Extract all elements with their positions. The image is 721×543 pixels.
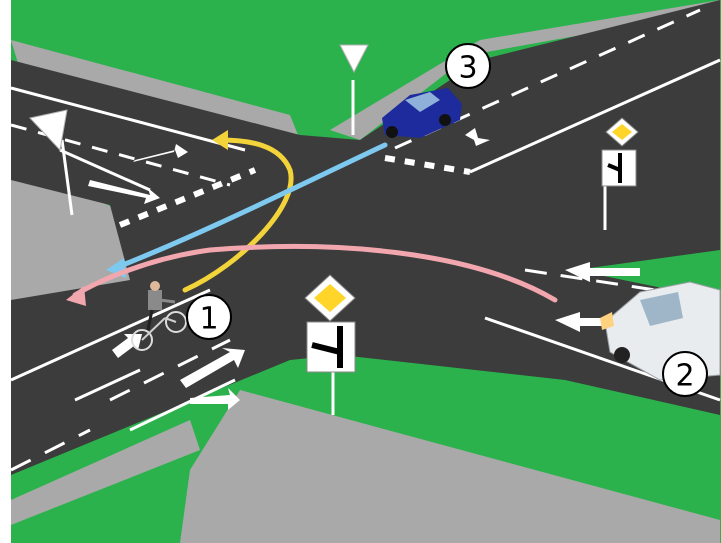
yellow-arrowhead-icon [212, 130, 228, 150]
lane-arrow-bottom-2-icon [190, 388, 240, 410]
road-surface [11, 0, 720, 475]
red-path [72, 244, 558, 303]
label-number-1: 1 [199, 302, 218, 337]
blue-path [112, 142, 388, 271]
label-number-3: 3 [458, 51, 477, 86]
label-marker-1: 1 [186, 294, 232, 340]
give-way-sign-top [339, 44, 369, 135]
priority-sign-right [601, 117, 639, 230]
give-way-icon [29, 109, 68, 152]
lane-arrow-top-icon [465, 128, 490, 146]
lane-arrow-bottom-icon [180, 348, 245, 388]
cyclist [131, 281, 187, 351]
lane-arrow-right-lane-2-icon [555, 312, 605, 332]
blue-car [382, 88, 462, 138]
priority-sign-front [304, 274, 356, 415]
lane-arrow-bike-icon [112, 334, 142, 358]
lane-arrow-left-icon [133, 144, 188, 162]
lane-arrow-right-lane-icon [565, 262, 640, 282]
give-way-icon [339, 44, 369, 74]
trajectories [66, 130, 558, 306]
yellow-path [182, 137, 294, 293]
red-arrowhead-icon [66, 286, 86, 306]
lane-arrow-straight-right-icon [88, 180, 160, 204]
give-way-sign-left [29, 109, 74, 216]
label-marker-3: 3 [445, 43, 491, 89]
label-marker-2: 2 [662, 351, 708, 397]
lane-arrows [88, 128, 640, 410]
label-number-2: 2 [675, 359, 694, 394]
